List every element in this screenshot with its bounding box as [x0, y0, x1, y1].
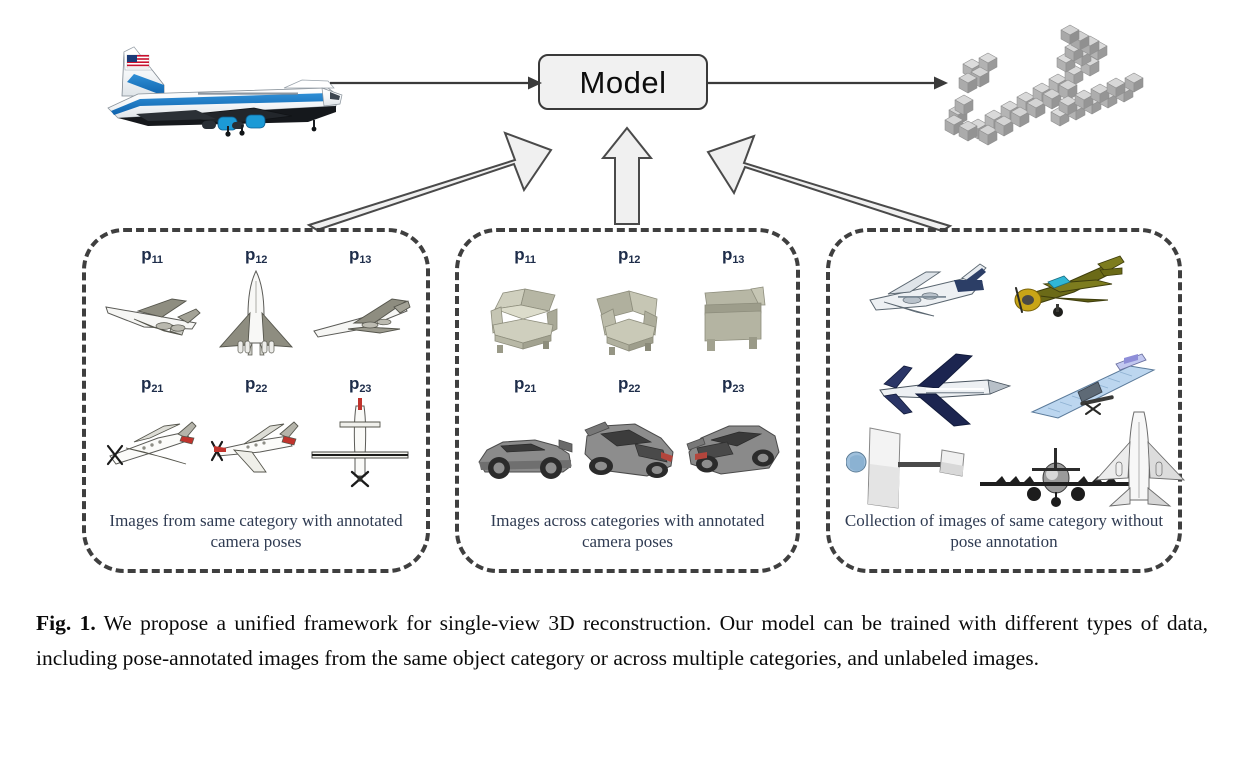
pose-label-p22: p22	[244, 374, 268, 395]
pose-label-p12: p12	[617, 245, 641, 266]
output-voxel-image	[935, 16, 1215, 166]
panel-same-category-posed: p11 p12	[82, 228, 430, 573]
panel-unlabeled-collection: Collection of images of same category wi…	[826, 228, 1186, 573]
pose-cell: p22	[204, 375, 308, 504]
pose-label-p11: p11	[514, 245, 536, 266]
pose-cell: p21	[473, 375, 577, 504]
pose-label-p13: p13	[348, 245, 372, 266]
panel-3-caption: Collection of images of same category wi…	[844, 510, 1164, 552]
pose-cell: p11	[473, 246, 577, 375]
pose-cell: p23	[308, 375, 412, 504]
panel-across-categories-posed: p11 p12	[455, 228, 800, 573]
pose-label-p21: p21	[140, 374, 164, 395]
pose-cell: p12	[577, 246, 681, 375]
pose-label-p23: p23	[721, 374, 745, 395]
pose-label-p12: p12	[244, 245, 268, 266]
pose-label-p21: p21	[513, 374, 537, 395]
white-airliner-top-view	[1094, 411, 1186, 507]
pose-label-p22: p22	[617, 374, 641, 395]
pose-cell: p23	[681, 375, 785, 504]
unlabeled-image-collection	[840, 242, 1186, 514]
white-blue-airliner	[869, 263, 987, 317]
arrow-input-to-model	[330, 76, 542, 90]
sports-car-front-three-quarter-view	[584, 421, 674, 478]
propeller-plane-top-view	[311, 398, 409, 488]
blue-wing-glider	[1030, 353, 1156, 419]
sports-car-rear-three-quarter-view	[686, 425, 780, 475]
pose-label-p23: p23	[348, 374, 372, 395]
figure-1-diagram: Model	[0, 0, 1243, 573]
concorde-jet-top-view	[218, 269, 294, 356]
training-data-panels: p11 p12	[0, 228, 1243, 573]
white-fin-tail-section	[846, 427, 965, 509]
propeller-plane-three-quarter-view	[106, 421, 197, 466]
pose-cell: p13	[681, 246, 785, 375]
concorde-jet-three-quarter-view	[105, 298, 201, 336]
navy-blue-airliner-top-view	[879, 353, 1012, 427]
airliner-front-view-dark	[980, 448, 1132, 507]
model-label: Model	[579, 64, 667, 100]
figure-caption-text: We propose a unified framework for singl…	[36, 611, 1208, 670]
armchair-side-view	[704, 286, 766, 351]
sports-car-side-view	[478, 439, 573, 479]
pose-label-p13: p13	[721, 245, 745, 266]
pose-cell: p13	[308, 246, 412, 375]
pose-cell: p21	[100, 375, 204, 504]
figure-caption-label: Fig. 1.	[36, 611, 96, 635]
model-box: Model	[538, 54, 708, 110]
propeller-plane-side-view	[210, 421, 299, 473]
pipeline-top-row: Model	[0, 0, 1243, 200]
input-airplane-image	[78, 22, 348, 140]
figure-caption: Fig. 1. We propose a unified framework f…	[36, 606, 1208, 676]
panel-1-caption: Images from same category with annotated…	[109, 510, 403, 552]
pose-cell: p12	[204, 246, 308, 375]
panel-2-caption: Images across categories with annotated …	[490, 510, 765, 552]
pose-cell: p11	[100, 246, 204, 375]
pose-grid-panel-1: p11 p12	[86, 246, 426, 504]
pose-label-p11: p11	[141, 245, 163, 266]
pose-cell: p22	[577, 375, 681, 504]
concorde-jet-rear-three-quarter-view	[313, 298, 411, 338]
armchair-front-three-quarter-view	[490, 288, 558, 353]
olive-green-propeller-fighter	[1014, 255, 1125, 317]
pose-grid-panel-2: p11 p12	[459, 246, 796, 504]
armchair-rear-three-quarter-view	[596, 290, 658, 355]
arrow-model-to-output	[706, 76, 948, 90]
